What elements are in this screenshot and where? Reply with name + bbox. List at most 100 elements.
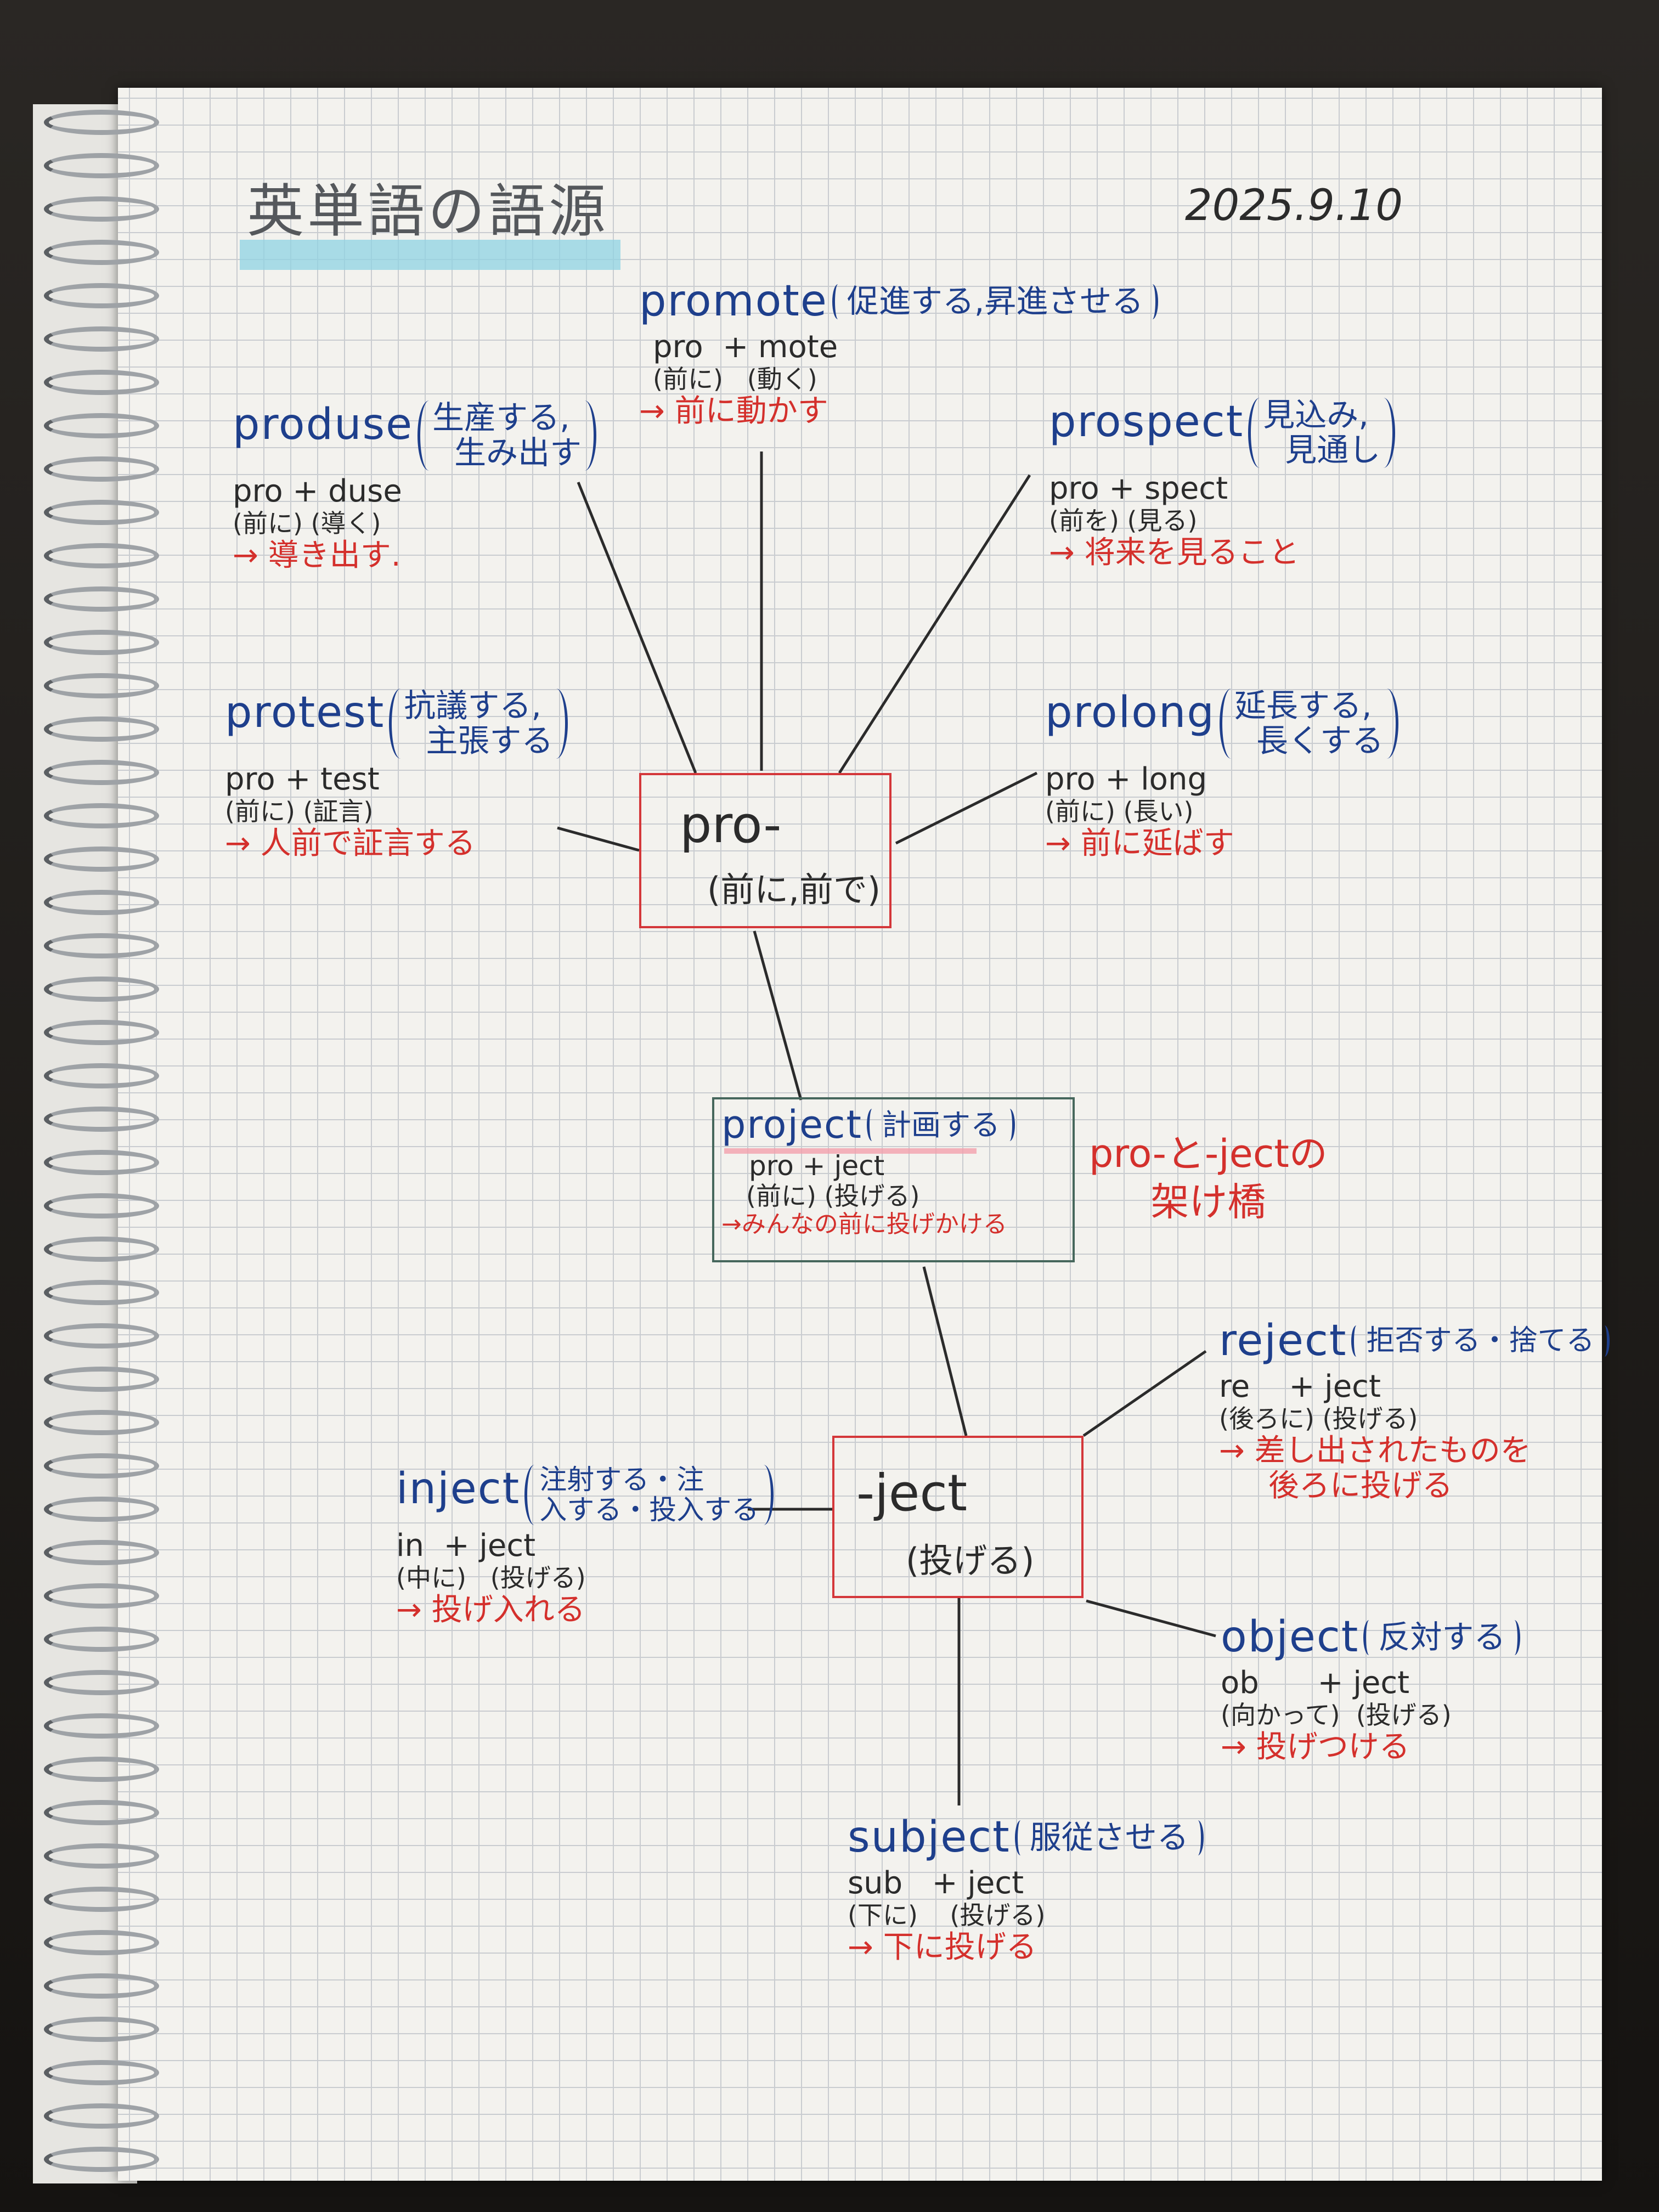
meaning: 反対する	[1363, 1618, 1521, 1656]
spiral-ring	[44, 2103, 159, 2129]
spiral-ring	[44, 1367, 159, 1392]
line-pro-prolong	[895, 771, 1038, 845]
formula: ob + ject	[1221, 1664, 1410, 1701]
word: produse	[233, 400, 414, 449]
word: object	[1221, 1612, 1359, 1662]
notebook-page	[118, 88, 1602, 2181]
word: subject	[848, 1813, 1011, 1862]
meaning: 促進する,昇進させる	[832, 284, 1159, 319]
spiral-ring	[44, 2060, 159, 2085]
meaning-line: 入する・投入する	[539, 1494, 759, 1526]
spiral-ring	[44, 1150, 159, 1175]
spiral-ring	[44, 1583, 159, 1609]
formula: pro + spect	[1049, 470, 1228, 506]
gloss: (後ろに) (投げる)	[1219, 1404, 1418, 1434]
spiral-ring	[44, 1713, 159, 1739]
spiral-ring	[44, 673, 159, 698]
spiral-ring	[44, 803, 159, 828]
spiral-ring	[44, 283, 159, 308]
gloss: (前を) (見る)	[1049, 505, 1198, 535]
spiral-ring	[44, 1107, 159, 1132]
spiral-ring	[44, 1063, 159, 1088]
gloss: (前に) (動く)	[653, 364, 817, 394]
bridge-note: pro-と-jectの 架け橋	[1089, 1130, 1328, 1226]
spiral-ring	[44, 1887, 159, 1912]
gloss: (中に) (投げる)	[396, 1563, 586, 1593]
meaning-line: 延長する,	[1234, 687, 1372, 724]
meaning-line: 長くする	[1256, 721, 1384, 759]
spiral-ring	[44, 1280, 159, 1305]
spiral-ring	[44, 543, 159, 568]
meaning-line: 抗議する,	[404, 687, 541, 724]
meaning-line: 反対する	[1378, 1618, 1506, 1656]
spiral-ring	[44, 1843, 159, 1869]
spiral-ring	[44, 977, 159, 1002]
meaning: 注射する・注入する・投入する	[524, 1465, 774, 1525]
result: → 前に延ばす	[1045, 825, 1234, 861]
gloss: (下に) (投げる)	[848, 1900, 1046, 1931]
line-pro-protest	[557, 826, 640, 852]
result: → 導き出す.	[233, 537, 401, 573]
meaning-line: 生み出す	[454, 433, 582, 471]
gloss: (前に) (長い)	[1045, 796, 1194, 826]
formula: pro + test	[225, 761, 380, 797]
spiral-ring	[44, 933, 159, 958]
meaning: 計画する	[866, 1108, 1015, 1141]
spiral-ring	[44, 1930, 159, 1955]
spiral-ring	[44, 716, 159, 742]
date: 2025.9.10	[1185, 181, 1403, 230]
word: prolong	[1045, 688, 1215, 737]
line-project-ject	[922, 1266, 968, 1436]
word-card-prolong: prolong 延長する,長くする pro + long (前に) (長い) → …	[1045, 687, 1398, 861]
meaning-line: 拒否する・捨てる	[1366, 1324, 1595, 1358]
spiral-ring	[44, 1627, 159, 1652]
result: → 下に投げる	[848, 1929, 1037, 1965]
bridge-note-line1: pro-と-jectの	[1089, 1131, 1328, 1176]
page-title: 英単語の語源	[247, 178, 610, 245]
formula: pro + mote	[653, 329, 838, 365]
spiral-ring	[44, 630, 159, 655]
spiral-ring	[44, 2017, 159, 2042]
meaning-line: 主張する	[426, 721, 554, 759]
spiral-ring	[44, 1453, 159, 1479]
spiral-ring	[44, 413, 159, 438]
root-label-ject: -ject	[856, 1464, 968, 1522]
result: → 投げつける	[1221, 1729, 1410, 1765]
formula: pro + ject	[749, 1149, 885, 1182]
meaning-line: 見込み,	[1263, 396, 1369, 433]
project-underline	[724, 1148, 977, 1154]
root-box-ject: -ject (投げる)	[832, 1436, 1084, 1598]
formula: pro + duse	[233, 473, 402, 509]
spiral-ring	[44, 1670, 159, 1695]
bridge-note-line2: 架け橋	[1150, 1179, 1266, 1224]
line-pro-prospect	[838, 474, 1031, 774]
spiral-ring	[44, 1973, 159, 1999]
line-pro-produse	[577, 482, 697, 774]
spiral-ring	[44, 110, 159, 135]
spiral-ring	[44, 847, 159, 872]
word: project	[721, 1102, 862, 1147]
spiral-ring	[44, 586, 159, 612]
meaning: 拒否する・捨てる	[1351, 1324, 1610, 1358]
result: → 人前で証言する	[225, 825, 476, 861]
result: →みんなの前に投げかける	[721, 1210, 1007, 1238]
formula: pro + long	[1045, 761, 1207, 797]
meaning-line: 見通し	[1285, 431, 1381, 469]
gloss: (前に) (投げる)	[746, 1181, 920, 1211]
spiral-ring	[44, 1020, 159, 1045]
project-box	[712, 1097, 1075, 1262]
meaning-line: 注射する・注	[539, 1464, 704, 1496]
spiral-ring	[44, 196, 159, 222]
formula: re + ject	[1219, 1368, 1381, 1404]
spiral-ring	[44, 370, 159, 395]
root-meaning-ject: (投げる)	[906, 1541, 1035, 1581]
gloss: (前に) (導く)	[233, 508, 381, 538]
result: → 投げ入れる	[396, 1592, 585, 1628]
result-line2: 後ろに投げる	[1268, 1468, 1453, 1504]
word: prospect	[1049, 397, 1244, 447]
